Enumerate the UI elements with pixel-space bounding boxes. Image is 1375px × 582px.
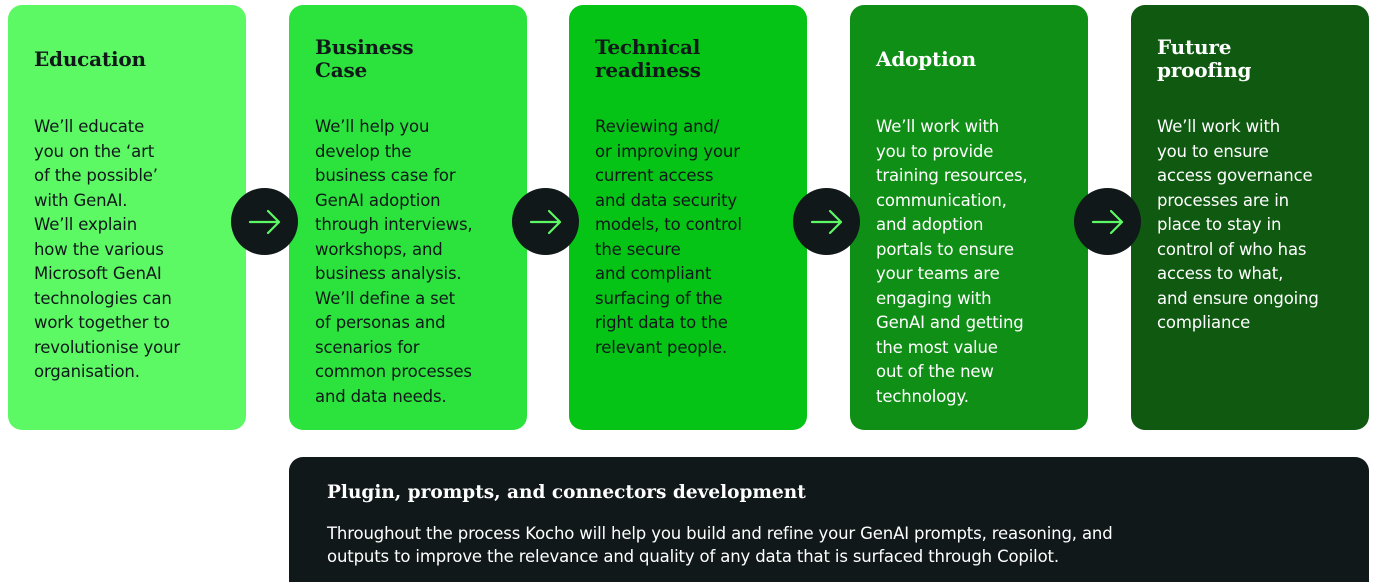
stage-title: Education	[34, 46, 146, 71]
stage-description: We’ll help you develop the business case…	[315, 117, 473, 406]
stage-card-education: Education We’ll educate you on the ‘art …	[8, 5, 246, 430]
stage-card-adoption: Adoption We’ll work with you to provide …	[850, 5, 1088, 430]
stage-title: Future proofing	[1157, 35, 1252, 82]
footer-panel: Plugin, prompts, and connectors developm…	[289, 457, 1369, 582]
stage-description: We’ll educate you on the ‘art of the pos…	[34, 117, 181, 381]
footer-title: Plugin, prompts, and connectors developm…	[327, 482, 806, 503]
stage-card-future-proofing: Future proofing We’ll work with you to e…	[1131, 5, 1369, 430]
arrow-right-icon	[231, 188, 298, 255]
stage-title: Business Case	[315, 35, 414, 82]
stage-description: We’ll work with you to ensure access gov…	[1157, 117, 1319, 332]
footer-description: Throughout the process Kocho will help y…	[327, 524, 1113, 566]
stage-description: Reviewing and/ or improving your current…	[595, 117, 742, 357]
stage-card-business-case: Business Case We’ll help you develop the…	[289, 5, 527, 430]
arrow-right-icon	[793, 188, 860, 255]
stage-description: We’ll work with you to provide training …	[876, 117, 1028, 406]
arrow-right-icon	[512, 188, 579, 255]
stage-title: Technical readiness	[595, 35, 701, 82]
stage-title: Adoption	[876, 46, 976, 71]
arrow-right-icon	[1074, 188, 1141, 255]
stage-card-technical-readiness: Technical readiness Reviewing and/ or im…	[569, 5, 807, 430]
